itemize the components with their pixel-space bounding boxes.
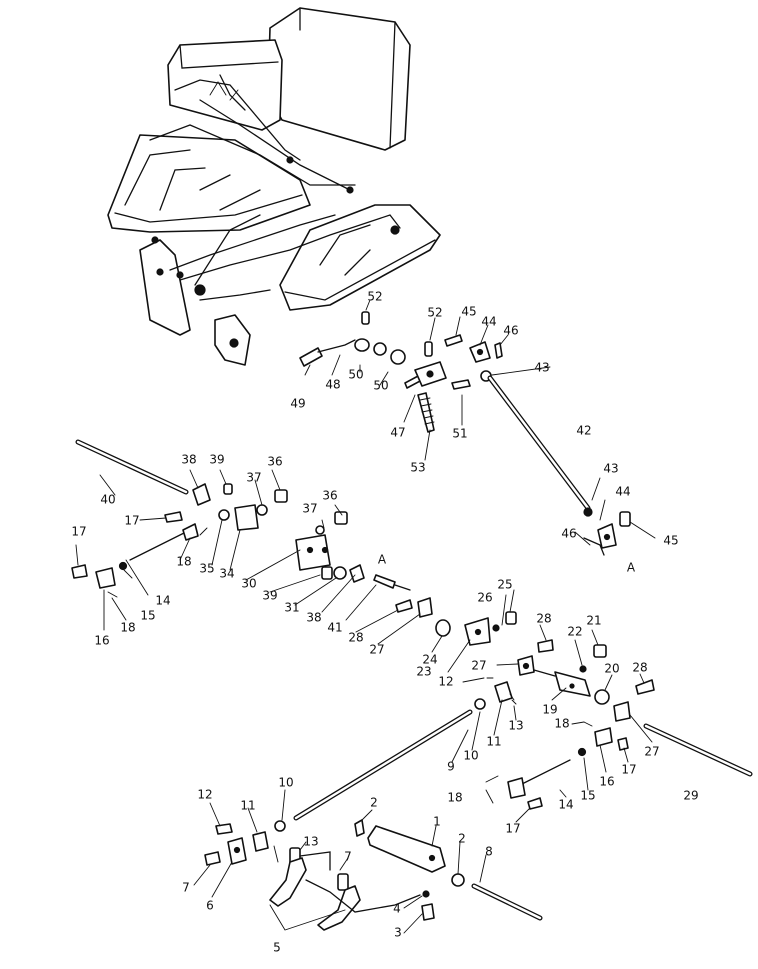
callout-9: 9 [447, 760, 455, 774]
callout-49: 49 [290, 397, 305, 411]
callout-40: 40 [100, 493, 115, 507]
callout-13: 13 [508, 719, 523, 733]
callout-27: 27 [471, 659, 486, 673]
middle-linkage-parts [71, 439, 433, 618]
callout-17: 17 [621, 763, 636, 777]
callout-45: 45 [461, 305, 476, 319]
callout-23: 23 [416, 665, 431, 679]
callout-1: 1 [433, 815, 441, 829]
callout-2: 2 [458, 832, 466, 846]
callout-ref-a: A [378, 553, 387, 567]
callout-12: 12 [438, 675, 453, 689]
callout-10: 10 [278, 776, 293, 790]
callout-3: 3 [394, 926, 402, 940]
right-linkage-parts [435, 611, 753, 810]
callout-50: 50 [348, 368, 363, 382]
callout-48: 48 [325, 378, 340, 392]
callout-14: 14 [558, 798, 573, 812]
callout-47: 47 [390, 426, 405, 440]
callout-42: 42 [576, 424, 591, 438]
callout-29: 29 [683, 789, 698, 803]
callout-10: 10 [463, 749, 478, 763]
callout-35: 35 [199, 562, 214, 576]
callout-52: 52 [427, 306, 442, 320]
callout-30: 30 [241, 577, 256, 591]
callout-2: 2 [370, 796, 378, 810]
callout-24: 24 [422, 653, 437, 667]
callout-labels: 52 52 45 44 46 43 50 50 48 49 47 51 42 5… [71, 290, 698, 955]
callout-20: 20 [604, 662, 619, 676]
callout-11: 11 [486, 735, 501, 749]
callout-19: 19 [542, 703, 557, 717]
lower-linkage-parts [204, 677, 543, 931]
callout-17: 17 [124, 514, 139, 528]
callout-17: 17 [71, 525, 86, 539]
callout-39: 39 [262, 589, 277, 603]
callout-16: 16 [599, 775, 614, 789]
callout-12: 12 [197, 788, 212, 802]
callout-ref-a: A [627, 561, 636, 575]
callout-16: 16 [94, 634, 109, 648]
callout-46: 46 [561, 527, 576, 541]
callout-31: 31 [284, 601, 299, 615]
callout-41: 41 [327, 621, 342, 635]
callout-8: 8 [485, 845, 493, 859]
callout-28: 28 [536, 612, 551, 626]
callout-18: 18 [176, 555, 191, 569]
callout-44: 44 [615, 485, 630, 499]
callout-46: 46 [503, 324, 518, 338]
callout-21: 21 [586, 614, 601, 628]
callout-51: 51 [452, 427, 467, 441]
callout-4: 4 [393, 902, 401, 916]
callout-43: 43 [534, 361, 549, 375]
leader-lines [75, 299, 656, 934]
callout-52: 52 [367, 290, 382, 304]
callout-17: 17 [505, 822, 520, 836]
callout-13: 13 [303, 835, 318, 849]
callout-53: 53 [410, 461, 425, 475]
callout-27: 27 [644, 745, 659, 759]
callout-14: 14 [155, 594, 170, 608]
callout-25: 25 [497, 578, 512, 592]
callout-45: 45 [663, 534, 678, 548]
callout-38: 38 [306, 611, 321, 625]
mower-assembly [107, 7, 441, 366]
callout-27: 27 [369, 643, 384, 657]
callout-44: 44 [481, 315, 496, 329]
callout-26: 26 [477, 591, 492, 605]
callout-38: 38 [181, 453, 196, 467]
callout-39: 39 [209, 453, 224, 467]
callout-37: 37 [246, 471, 261, 485]
callout-43: 43 [603, 462, 618, 476]
callout-36: 36 [322, 489, 337, 503]
callout-36: 36 [267, 455, 282, 469]
callout-18: 18 [120, 621, 135, 635]
callout-34: 34 [219, 567, 234, 581]
callout-28: 28 [632, 661, 647, 675]
callout-15: 15 [580, 789, 595, 803]
callout-7: 7 [182, 881, 190, 895]
callout-22: 22 [567, 625, 582, 639]
callout-11: 11 [240, 799, 255, 813]
callout-18: 18 [554, 717, 569, 731]
callout-50: 50 [373, 379, 388, 393]
callout-6: 6 [206, 899, 214, 913]
callout-15: 15 [140, 609, 155, 623]
callout-37: 37 [302, 502, 317, 516]
callout-7: 7 [344, 850, 352, 864]
callout-5: 5 [273, 941, 281, 955]
upper-linkage-parts [299, 311, 631, 556]
callout-18: 18 [447, 791, 462, 805]
callout-28: 28 [348, 631, 363, 645]
